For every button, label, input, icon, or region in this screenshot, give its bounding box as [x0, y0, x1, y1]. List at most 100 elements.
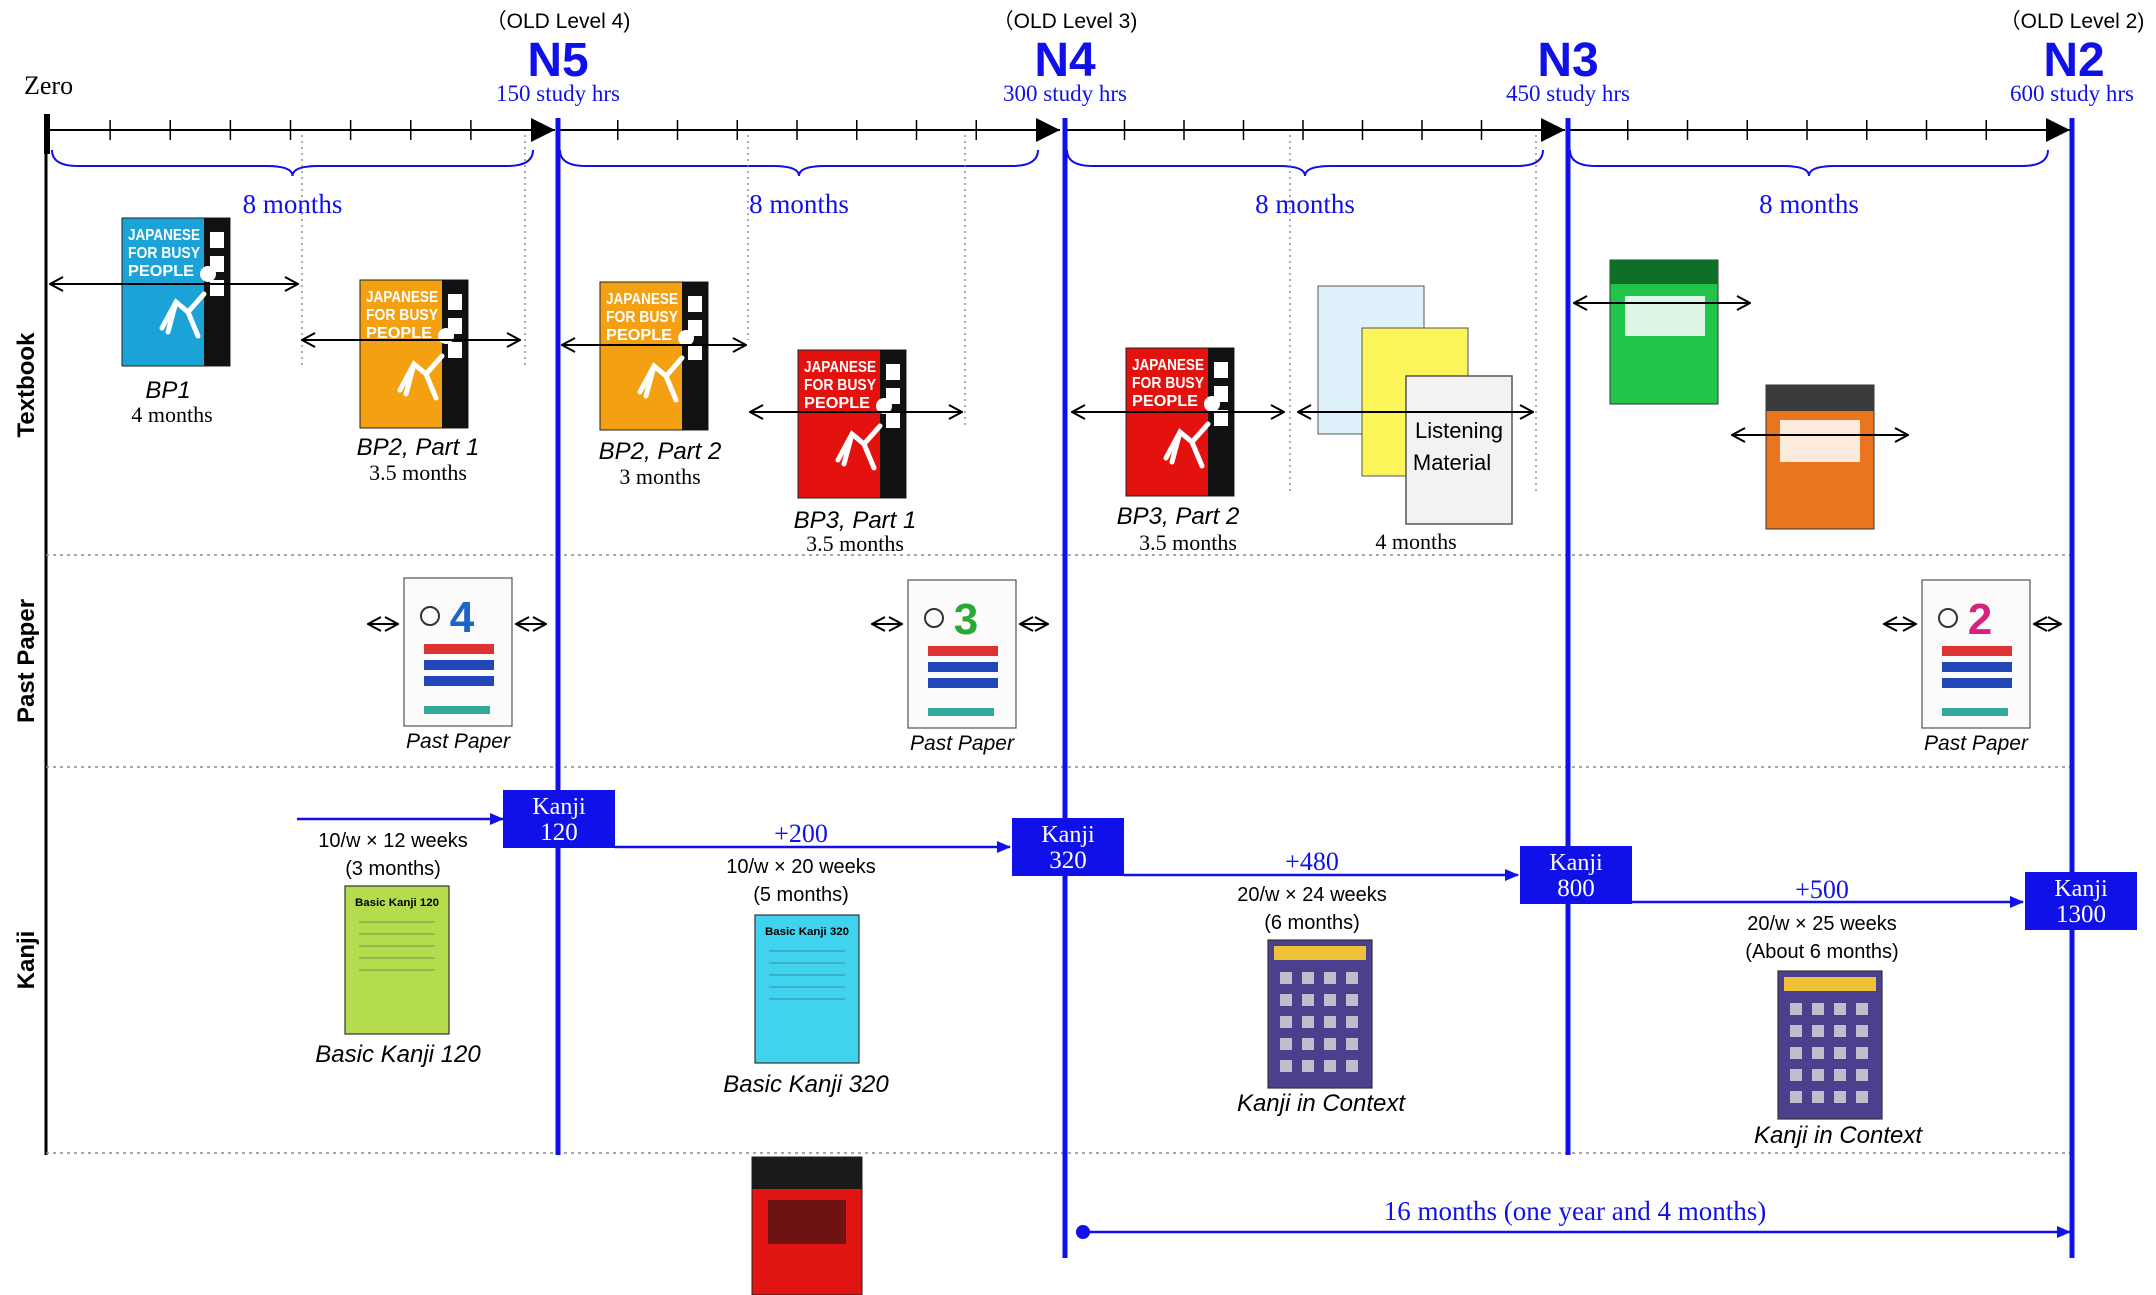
past-paper-caption: Past Paper [910, 732, 1015, 755]
level-name-n2: N2 [2043, 34, 2104, 87]
runner-figure [637, 355, 685, 403]
kanji-glyph [1812, 1003, 1824, 1015]
kanji-period-label: (5 months) [753, 884, 849, 906]
level-name-n3: N3 [1537, 34, 1598, 87]
kanji-box-1300 [2025, 872, 2137, 930]
runner-figure [835, 423, 883, 471]
cover-band [1610, 260, 1718, 284]
kanji-period-label: (About 6 months) [1745, 941, 1898, 963]
spine-glyph [448, 342, 462, 358]
kanji-book-cover: Basic Kanji 320 [754, 914, 860, 1064]
runner-figure [159, 291, 207, 339]
cover-title-band [1784, 977, 1876, 991]
kanji-box-count: 1300 [2056, 901, 2106, 928]
kanji-glyph [1280, 1038, 1292, 1050]
kanji-glyph [1856, 1003, 1868, 1015]
segment-braces: 8 months 8 months 8 months 8 months [51, 149, 2049, 219]
bp2-part2-title: BP2, Part 2 [599, 438, 722, 465]
kanji-glyph [1834, 1069, 1846, 1081]
bp3-part2-title: BP3, Part 2 [1117, 503, 1240, 530]
spine-glyph [886, 388, 900, 404]
brace [559, 149, 1039, 177]
cover-title-bar [424, 660, 494, 670]
runner-head [438, 328, 454, 344]
segment-months-label: 8 months [1255, 189, 1355, 219]
kanji-glyph [1324, 1060, 1336, 1072]
publisher-bar [928, 708, 994, 716]
kanji-box-label: Kanji [1041, 822, 1095, 848]
cover-title-text: PEOPLE [606, 327, 672, 344]
bp2-part2-duration: 3 months [619, 464, 700, 489]
kanji-box-count: 800 [1557, 875, 1595, 902]
cover-title-block [768, 1200, 846, 1244]
spine-glyph [448, 294, 462, 310]
old-level-label: （OLD Level 3) [993, 10, 1138, 33]
kanji-glyph [1834, 1025, 1846, 1037]
study-hours-label: 450 study hrs [1506, 81, 1630, 106]
segment-months-label: 8 months [1759, 189, 1859, 219]
kanji-glyph [1302, 1038, 1314, 1050]
bp2-part1-title: BP2, Part 1 [357, 434, 480, 461]
kanji-glyph [1812, 1091, 1824, 1103]
kanji-increment-label: +500 [1795, 875, 1849, 904]
kanji-rate-label: 10/w × 20 weeks [726, 856, 876, 878]
row-label-past-paper: Past Paper [13, 599, 40, 723]
kanji-glyph [1790, 1025, 1802, 1037]
study-hours-label: 300 study hrs [1003, 81, 1127, 106]
past-paper-cover-3: 3 [907, 579, 1017, 729]
timeline-arrowhead [2046, 118, 2070, 142]
past-paper-caption: Past Paper [1924, 732, 2029, 755]
kanji-glyph [1346, 994, 1358, 1006]
past-paper-cover-2: 2 [1921, 579, 2031, 729]
runner-head [678, 330, 694, 346]
segment-months-label: 8 months [749, 189, 849, 219]
kanji-book-title: Kanji in Context [1237, 1090, 1406, 1117]
kanji-book-title: Basic Kanji 320 [723, 1071, 889, 1098]
n2-grammar-book-cover [1609, 259, 1719, 405]
cover-title-bar [424, 676, 494, 686]
cover-title-bar [928, 662, 998, 672]
bp3-part1-title: BP3, Part 1 [794, 507, 917, 534]
cover-title-text: FOR BUSY [804, 377, 876, 394]
kanji-glyph [1856, 1047, 1868, 1059]
cover-title-text: JAPANESE [606, 291, 678, 308]
row-label-textbook: Textbook [13, 332, 40, 438]
kanji-box-320 [1012, 818, 1124, 876]
row-dividers [46, 554, 2075, 1154]
cover-title-text: Basic Kanji 120 [355, 897, 439, 909]
bp1-title: BP1 [145, 377, 190, 404]
bp3-part1-duration: 3.5 months [806, 531, 904, 556]
bp2-part1-duration: 3.5 months [369, 460, 467, 485]
cover-title-text: FOR BUSY [128, 245, 200, 262]
cover-title-bar [1942, 678, 2012, 688]
kanji-increment-label: +480 [1285, 847, 1339, 876]
spine-glyph [688, 320, 702, 336]
grade-number: 3 [954, 595, 978, 644]
kanji-glyph [1280, 972, 1292, 984]
cover-emblem [1938, 608, 1958, 628]
kanji-glyph [1324, 1038, 1336, 1050]
spine-glyph [886, 412, 900, 428]
kanji-glyph [1856, 1069, 1868, 1081]
level-name-n4: N4 [1034, 34, 1096, 87]
zero-label: Zero [24, 71, 73, 100]
level-name-n5: N5 [527, 34, 588, 87]
past-paper-cover-4: 4 [403, 577, 513, 727]
segment-months-label: 8 months [243, 189, 343, 219]
cover-title-text: PEOPLE [804, 395, 870, 412]
cover-title-text: FOR BUSY [606, 309, 678, 326]
kanji-box-count: 120 [540, 819, 578, 846]
kanji-book-cover [1777, 970, 1883, 1120]
kanji-rate-label: 10/w × 12 weeks [318, 830, 468, 852]
brace [1569, 149, 2049, 177]
kanji-book-title: Basic Kanji 120 [315, 1041, 481, 1068]
cover-title-text: FOR BUSY [366, 307, 438, 324]
runner-head [200, 266, 216, 282]
